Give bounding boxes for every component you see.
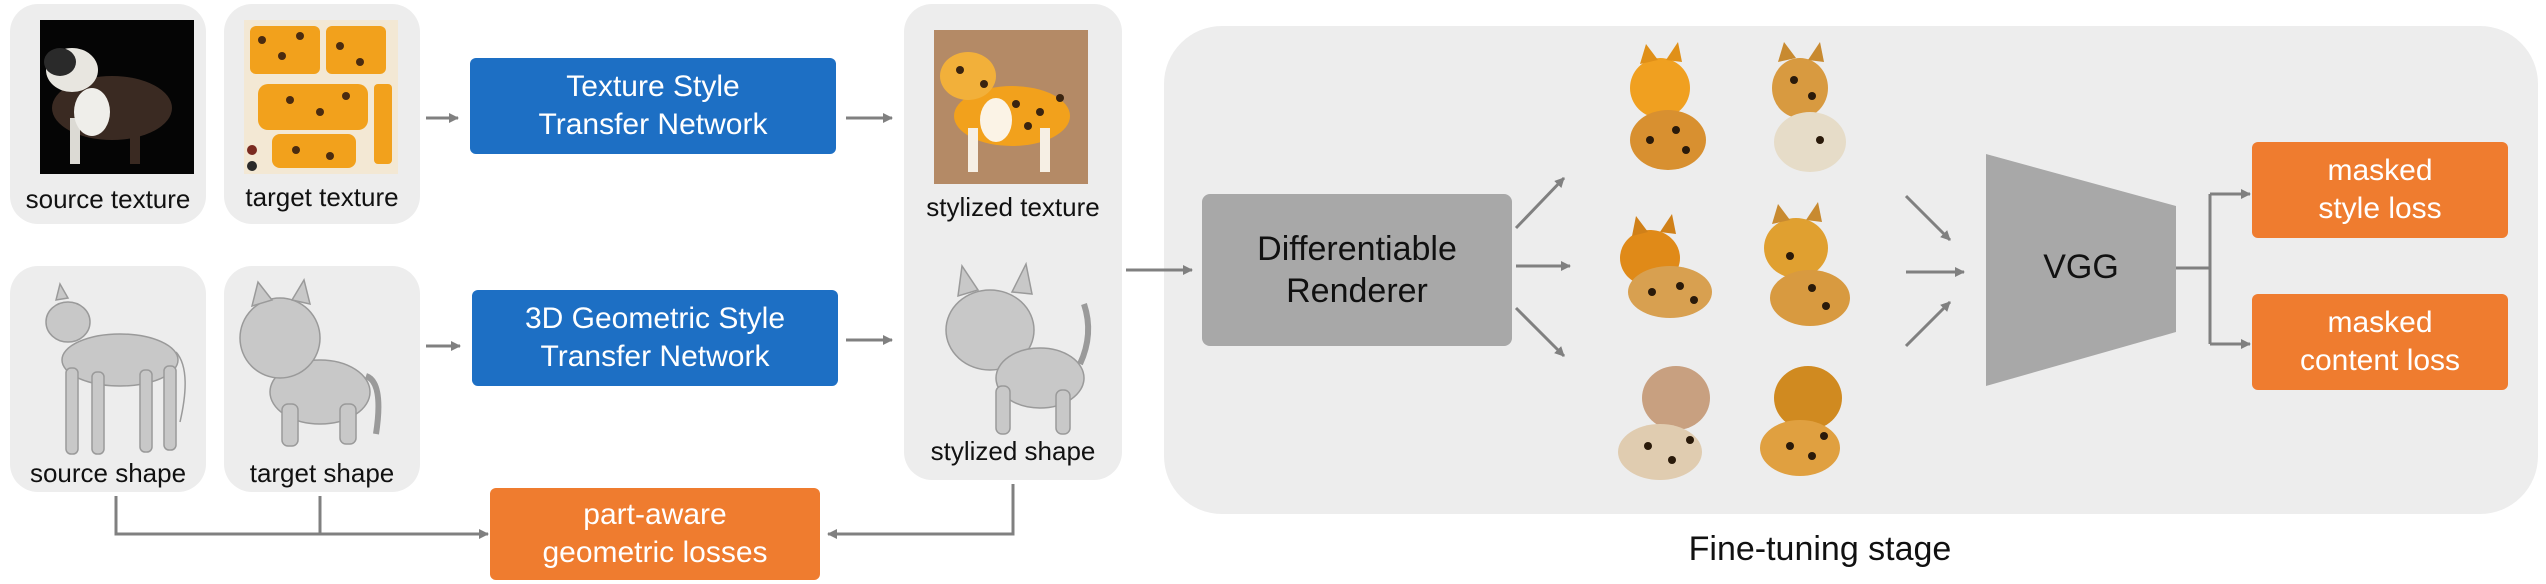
- texture-network-line1: Texture Style: [566, 70, 740, 103]
- target-shape-image: [239, 278, 382, 447]
- source-texture-label: source texture: [25, 184, 191, 214]
- target-texture-label: target texture: [245, 182, 399, 212]
- rendered-views: [1618, 42, 1850, 480]
- stylized-texture-label: stylized texture: [926, 192, 1100, 222]
- target-shape-label: target shape: [249, 458, 395, 488]
- texture-network-line2: Transfer Network: [538, 108, 768, 141]
- connectors: [114, 113, 2251, 539]
- rendered-view-5: [1618, 366, 1710, 480]
- vgg-block: [1986, 154, 2176, 386]
- rendered-view-1: [1630, 42, 1706, 170]
- geometry-network-line1: 3D Geometric Style: [524, 302, 786, 335]
- source-texture-image: [40, 20, 194, 174]
- fine-tuning-stage-label: Fine-tuning stage: [1688, 530, 1952, 568]
- source-shape-label: source shape: [29, 458, 187, 488]
- rendered-view-2: [1772, 42, 1846, 172]
- stylized-shape-label: stylized shape: [930, 436, 1096, 466]
- vgg-label: VGG: [2043, 248, 2119, 286]
- part-aware-line2: geometric losses: [542, 536, 768, 569]
- renderer-line2: Renderer: [1286, 272, 1428, 310]
- stylized-texture-image: [934, 30, 1088, 184]
- stylized-shape-image: [945, 261, 1092, 435]
- renderer-line1: Differentiable: [1257, 230, 1457, 268]
- rendered-view-3: [1620, 214, 1712, 318]
- rendered-view-6: [1760, 366, 1842, 476]
- content-loss-line2: content loss: [2299, 344, 2461, 377]
- source-shape-image: [45, 282, 186, 455]
- masked-content-loss-box: masked content loss: [2252, 294, 2508, 390]
- content-loss-line1: masked: [2327, 306, 2433, 339]
- style-loss-line2: style loss: [2318, 192, 2442, 225]
- part-aware-geometric-losses-box: part-aware geometric losses: [490, 488, 820, 580]
- geometry-network-line2: Transfer Network: [540, 340, 770, 373]
- masked-style-loss-box: masked style loss: [2252, 142, 2508, 238]
- style-loss-line1: masked: [2327, 154, 2433, 187]
- target-texture-image: [244, 20, 398, 174]
- part-aware-line1: part-aware: [583, 498, 727, 531]
- rendered-view-4: [1764, 202, 1850, 326]
